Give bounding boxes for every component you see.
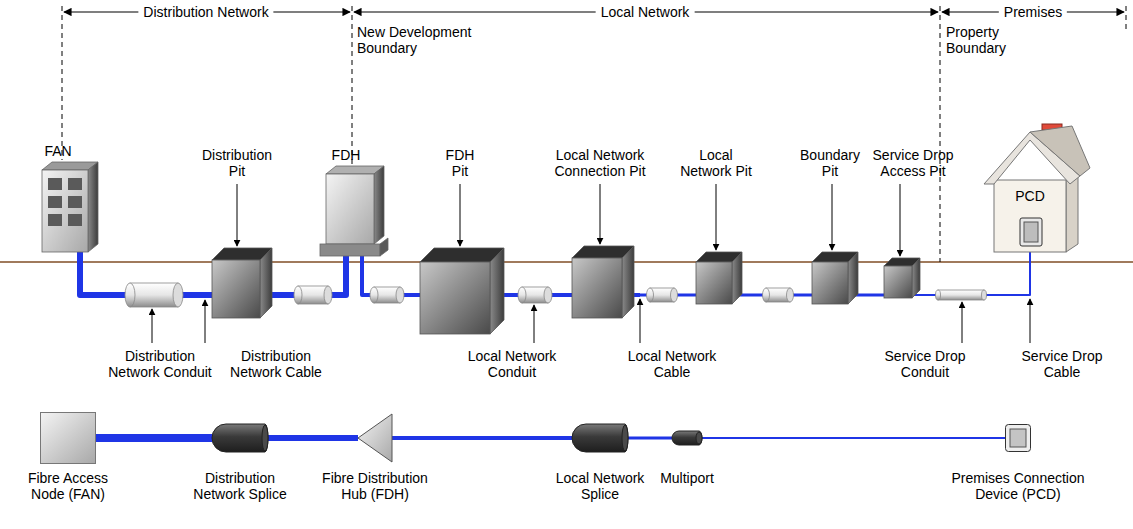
part-label: Distribution Network Conduit bbox=[101, 348, 219, 380]
part-label: Local Network Cable bbox=[622, 348, 722, 380]
fibre-link bbox=[96, 434, 212, 442]
part-label: Local Network Connection Pit bbox=[544, 147, 656, 179]
fibre-link bbox=[628, 437, 672, 440]
part-label: Distribution Pit bbox=[197, 147, 277, 179]
symbol-caption: Local Network Splice bbox=[548, 470, 652, 502]
fibre-link bbox=[702, 437, 1005, 439]
part-label: Local Network Conduit bbox=[462, 348, 562, 380]
part-label: FDH Pit bbox=[439, 147, 481, 179]
part-label: Service Drop Cable bbox=[1015, 348, 1110, 380]
pcd-symbol: Premises Connection Device (PCD) bbox=[1005, 424, 1031, 452]
leader-arrows bbox=[152, 184, 1030, 343]
boundary-label: New Development Boundary bbox=[357, 24, 492, 56]
pcd-symbol bbox=[1005, 424, 1031, 452]
part-label: Service Drop Access Pit bbox=[868, 147, 958, 179]
part-label: FDH bbox=[332, 147, 361, 163]
boundary-label: Property Boundary bbox=[946, 24, 1031, 56]
section-title: Premises bbox=[999, 4, 1067, 20]
splice-symbol bbox=[212, 424, 268, 452]
pits bbox=[212, 246, 920, 334]
multiport-symbol: Multiport bbox=[672, 431, 702, 445]
splice-symbol: Local Network Splice bbox=[572, 424, 628, 452]
ground-line bbox=[0, 261, 1133, 263]
symbol-caption: Distribution Network Splice bbox=[186, 470, 294, 502]
multiport-symbol bbox=[672, 431, 702, 445]
fibre-link bbox=[392, 436, 572, 440]
symbol-caption: Fibre Distribution Hub (FDH) bbox=[311, 470, 439, 502]
part-label: Service Drop Conduit bbox=[878, 348, 973, 380]
part-label: Distribution Network Cable bbox=[224, 348, 329, 380]
fan-symbol bbox=[40, 412, 96, 464]
section-title: Distribution Network bbox=[138, 4, 273, 20]
fibre-link bbox=[268, 435, 358, 441]
section-title: Local Network bbox=[596, 4, 695, 20]
fdh-cabinet bbox=[320, 166, 388, 256]
splice-symbol bbox=[572, 424, 628, 452]
symbol-caption: Premises Connection Device (PCD) bbox=[942, 470, 1094, 502]
part-label: PCD bbox=[1015, 188, 1045, 204]
boundary-dashes bbox=[62, 6, 1126, 262]
part-label: Boundary Pit bbox=[796, 147, 864, 179]
hub-symbol bbox=[358, 414, 392, 462]
symbol-caption: Multiport bbox=[660, 470, 714, 486]
splice-symbol: Distribution Network Splice bbox=[212, 424, 268, 452]
part-label: Local Network Pit bbox=[674, 147, 758, 179]
symbol-caption: Fibre Access Node (FAN) bbox=[18, 470, 118, 502]
fan-building bbox=[42, 162, 98, 252]
part-label: FAN bbox=[44, 143, 71, 159]
hub-symbol: Fibre Distribution Hub (FDH) bbox=[358, 414, 392, 462]
house bbox=[984, 124, 1090, 252]
fan-symbol: Fibre Access Node (FAN) bbox=[40, 412, 96, 464]
